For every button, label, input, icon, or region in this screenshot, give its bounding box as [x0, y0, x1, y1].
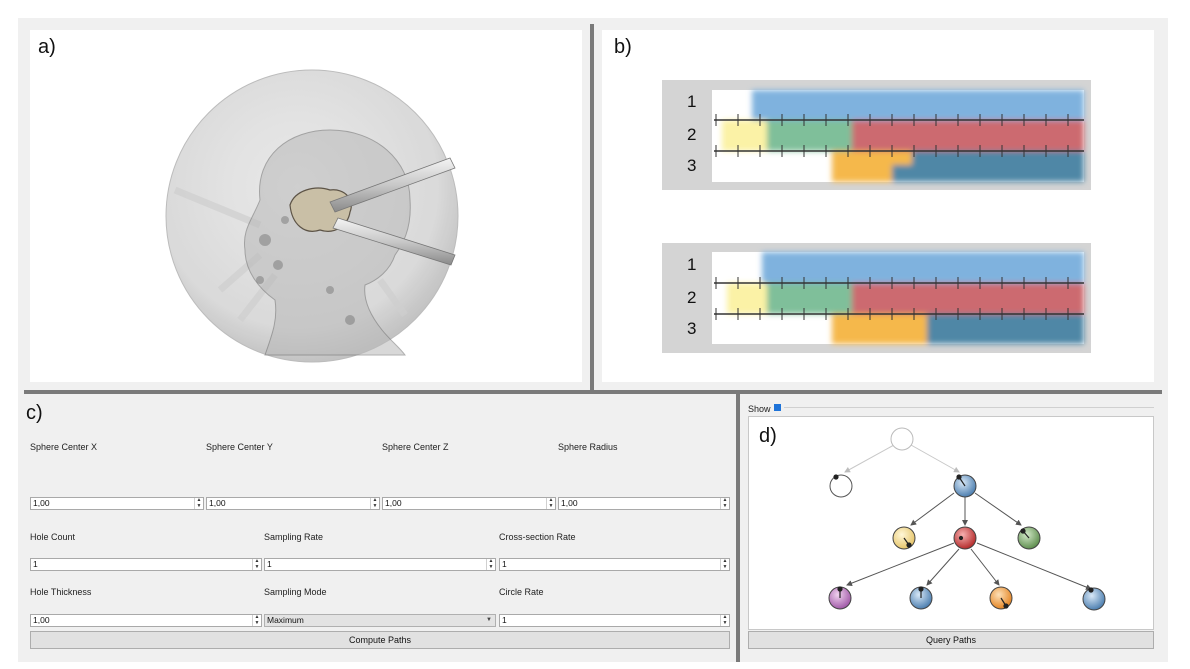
sampling-rate-value: 1 [267, 559, 272, 569]
parameter-panel: c) Sphere Center X Sphere Center Y Spher… [18, 394, 736, 662]
circle-rate-input[interactable]: 1 ▲▼ [499, 614, 730, 627]
tree-edges [844, 444, 1092, 590]
cross-section-rate-input[interactable]: 1 ▲▼ [499, 558, 730, 571]
hole-thickness-label: Hole Thickness [30, 587, 92, 597]
skull-texture [256, 216, 355, 325]
sphere-center-y-value: 1,00 [209, 498, 226, 508]
row-label-1a: 1 [687, 92, 697, 111]
sampling-rate-input[interactable]: 1 ▲▼ [264, 558, 496, 571]
sphere-center-y-label: Sphere Center Y [206, 442, 273, 452]
node-blue-3 [1082, 587, 1106, 611]
head-silhouette [243, 129, 411, 356]
spin-arrows-icon[interactable]: ▲▼ [252, 614, 261, 626]
spin-arrows-icon[interactable]: ▲▼ [194, 497, 203, 509]
spin-arrows-icon[interactable]: ▲▼ [252, 558, 261, 570]
show-label: Show [748, 404, 771, 414]
path-profile-panel[interactable]: b) [602, 30, 1154, 382]
drill-paths [329, 157, 456, 266]
sphere-radius-label: Sphere Radius [558, 442, 618, 452]
cross-section-rate-label: Cross-section Rate [499, 532, 576, 542]
node-red [953, 526, 977, 550]
head-volume-render[interactable] [30, 30, 582, 382]
circle-rate-label: Circle Rate [499, 587, 544, 597]
spin-arrows-icon[interactable]: ▲▼ [720, 497, 729, 509]
panel-label-b: b) [614, 36, 632, 58]
hole-thickness-input[interactable]: 1,00 ▲▼ [30, 614, 262, 627]
splitter-horizontal[interactable] [24, 390, 1162, 394]
spin-arrows-icon[interactable]: ▲▼ [486, 558, 495, 570]
hole-count-label: Hole Count [30, 532, 76, 542]
profile-ticks-1 [715, 114, 1069, 157]
sphere-center-x-input[interactable]: 1,00 ▲▼ [30, 497, 204, 510]
spin-arrows-icon[interactable]: ▲▼ [720, 614, 729, 626]
node-empty [829, 474, 853, 498]
profile-chart-2 [662, 243, 1091, 353]
path-tree-graph [828, 427, 1106, 611]
tree-panel: Show d) [740, 394, 1168, 662]
root-node [890, 427, 914, 451]
row-label-1b: 1 [687, 255, 697, 274]
row-label-2b: 2 [687, 288, 697, 307]
3d-view-panel[interactable]: a) [30, 30, 582, 382]
spin-arrows-icon[interactable]: ▲▼ [720, 558, 729, 570]
show-divider [784, 407, 1154, 408]
sphere-radius-value: 1,00 [561, 498, 578, 508]
panel-label-c: c) [26, 402, 43, 424]
sampling-mode-label: Sampling Mode [264, 587, 327, 597]
hole-thickness-value: 1,00 [33, 615, 50, 625]
panel-label-a: a) [38, 36, 56, 58]
sphere-center-y-input[interactable]: 1,00 ▲▼ [206, 497, 380, 510]
profile-axes-1 [714, 119, 1084, 152]
compute-paths-button[interactable]: Compute Paths [30, 631, 730, 649]
path-tree-view[interactable]: d) [748, 416, 1154, 630]
sampling-mode-select[interactable]: Maximum ▼ [264, 614, 496, 627]
path-profile-charts [662, 80, 1091, 353]
cross-section-rate-value: 1 [502, 559, 507, 569]
circle-rate-value: 1 [502, 615, 507, 625]
node-dials [833, 474, 1094, 609]
sphere-center-x-label: Sphere Center X [30, 442, 98, 452]
hole-count-input[interactable]: 1 ▲▼ [30, 558, 262, 571]
spin-arrows-icon[interactable]: ▲▼ [546, 497, 555, 509]
panel-label-d: d) [759, 425, 777, 447]
spin-arrows-icon[interactable]: ▲▼ [370, 497, 379, 509]
tree-nodes [828, 427, 1106, 611]
brain-structure [289, 187, 352, 232]
splitter-top[interactable] [590, 24, 594, 390]
row-label-3b: 3 [687, 319, 697, 338]
sphere-center-x-value: 1,00 [33, 498, 50, 508]
query-paths-button[interactable]: Query Paths [748, 631, 1154, 649]
profile-ticks-2 [715, 277, 1069, 320]
chevron-down-icon: ▼ [486, 617, 492, 623]
sphere-radius-input[interactable]: 1,00 ▲▼ [558, 497, 730, 510]
sphere-center-z-input[interactable]: 1,00 ▲▼ [382, 497, 556, 510]
profile-chart-1 [662, 80, 1091, 190]
row-label-3a: 3 [687, 156, 697, 175]
row-label-2a: 2 [687, 125, 697, 144]
hole-count-value: 1 [33, 559, 38, 569]
sphere-center-z-value: 1,00 [385, 498, 402, 508]
sampling-mode-value: Maximum [267, 615, 304, 625]
sphere-center-z-label: Sphere Center Z [382, 442, 449, 452]
splitter-bottom[interactable] [736, 394, 740, 662]
show-checkbox[interactable] [774, 404, 781, 411]
sampling-rate-label: Sampling Rate [264, 532, 324, 542]
application-window: a) [18, 18, 1168, 662]
